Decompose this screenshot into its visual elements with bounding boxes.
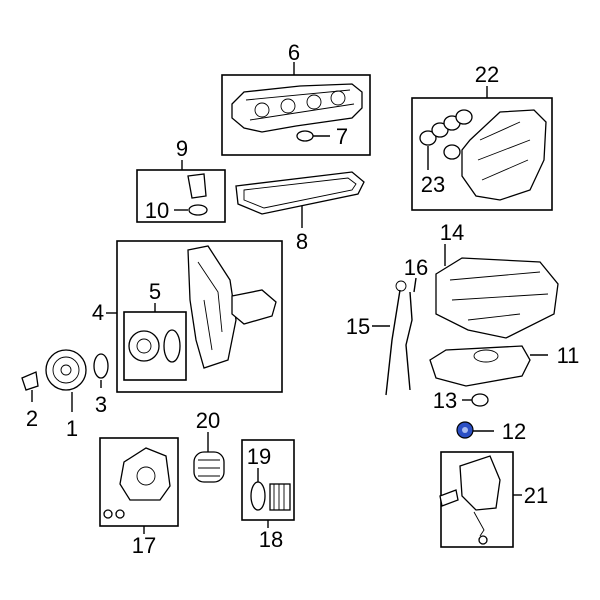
oil-filter-cap-group — [193, 432, 225, 483]
oil-filler-cap-seal[interactable] — [296, 130, 314, 142]
front-crank-seal[interactable] — [93, 353, 109, 379]
dipstick-tube[interactable] — [405, 291, 413, 391]
water-pump-gasket[interactable] — [163, 329, 181, 363]
oil-pump[interactable] — [459, 455, 501, 511]
valve-cover-frame — [221, 74, 371, 156]
callout-2: 2 — [26, 406, 38, 431]
callout-17: 17 — [132, 533, 156, 558]
callout-9: 9 — [176, 136, 188, 161]
callout-5: 5 — [149, 279, 161, 304]
dipstick-group — [372, 277, 417, 396]
timing-chain-cover[interactable] — [187, 245, 237, 369]
callout-20: 20 — [196, 408, 220, 433]
callout-6: 6 — [288, 40, 300, 65]
callout-13: 13 — [433, 388, 457, 413]
lower-oil-pan[interactable] — [429, 345, 531, 387]
callout-22: 22 — [475, 62, 499, 87]
callout-11: 11 — [557, 343, 580, 368]
oil-cap-frame — [136, 169, 226, 223]
valve-cover-gasket-group — [235, 171, 365, 228]
oil-pump-group — [439, 451, 522, 548]
oil-pump-bolt[interactable] — [439, 489, 459, 507]
valve-cover-gasket[interactable] — [235, 171, 365, 215]
callout-14: 14 — [440, 220, 464, 245]
oil-filter-housing-frame — [99, 437, 179, 527]
oil-filler-cap[interactable] — [187, 173, 207, 199]
crank-pulley-group — [21, 349, 109, 412]
callout-7: 7 — [336, 124, 348, 149]
pulley-bolt[interactable] — [21, 371, 39, 391]
intake-manifold-group — [411, 86, 553, 211]
callout-18: 18 — [259, 527, 283, 552]
intake-gasket-1[interactable] — [419, 130, 437, 146]
oil-filter-group — [241, 439, 295, 528]
timing-cover-frame — [116, 240, 283, 393]
housing-bolt-1[interactable] — [103, 509, 113, 519]
water-outlet[interactable] — [231, 289, 277, 325]
intake-manifold[interactable] — [461, 109, 547, 201]
callout-1: 1 — [66, 416, 78, 441]
upper-oil-pan-group — [435, 244, 559, 339]
lower-oil-pan-group — [429, 345, 548, 407]
oil-filter-element[interactable] — [269, 483, 291, 511]
crankshaft-pulley[interactable] — [45, 349, 87, 391]
intake-gasket-seal[interactable] — [443, 144, 461, 160]
callout-8: 8 — [296, 229, 308, 254]
timing-cover-group — [106, 240, 283, 393]
upper-oil-pan[interactable] — [435, 257, 559, 339]
housing-bolt-2[interactable] — [115, 509, 125, 519]
oil-pump-screen-group — [456, 421, 494, 439]
callout-12: 12 — [502, 419, 526, 444]
oil-cap-gasket[interactable] — [188, 204, 208, 216]
callout-19: 19 — [247, 444, 271, 469]
oil-filter-housing-group — [99, 437, 179, 534]
valve-cover[interactable] — [231, 83, 363, 133]
oil-dipstick[interactable] — [385, 289, 401, 396]
intake-manifold-frame — [411, 97, 553, 211]
oil-pump-plug[interactable] — [478, 535, 488, 545]
callout-15: 15 — [346, 314, 370, 339]
callout-3: 3 — [95, 392, 107, 417]
callout-16: 16 — [404, 255, 428, 280]
drain-plug-gasket[interactable] — [471, 393, 489, 407]
water-pump[interactable] — [128, 330, 160, 362]
oil-filter-housing[interactable] — [119, 447, 171, 501]
callout-10: 10 — [145, 198, 169, 223]
callout-labels: 1 2 3 4 5 6 7 8 9 10 11 12 13 14 15 16 1… — [26, 40, 580, 558]
valve-cover-group — [221, 62, 371, 156]
oil-filter-cap[interactable] — [193, 451, 225, 483]
oil-filter-o-ring[interactable] — [250, 481, 266, 511]
oil-cap-group — [136, 160, 226, 223]
callout-23: 23 — [421, 172, 445, 197]
callout-21: 21 — [524, 483, 548, 508]
callout-4: 4 — [92, 300, 104, 325]
